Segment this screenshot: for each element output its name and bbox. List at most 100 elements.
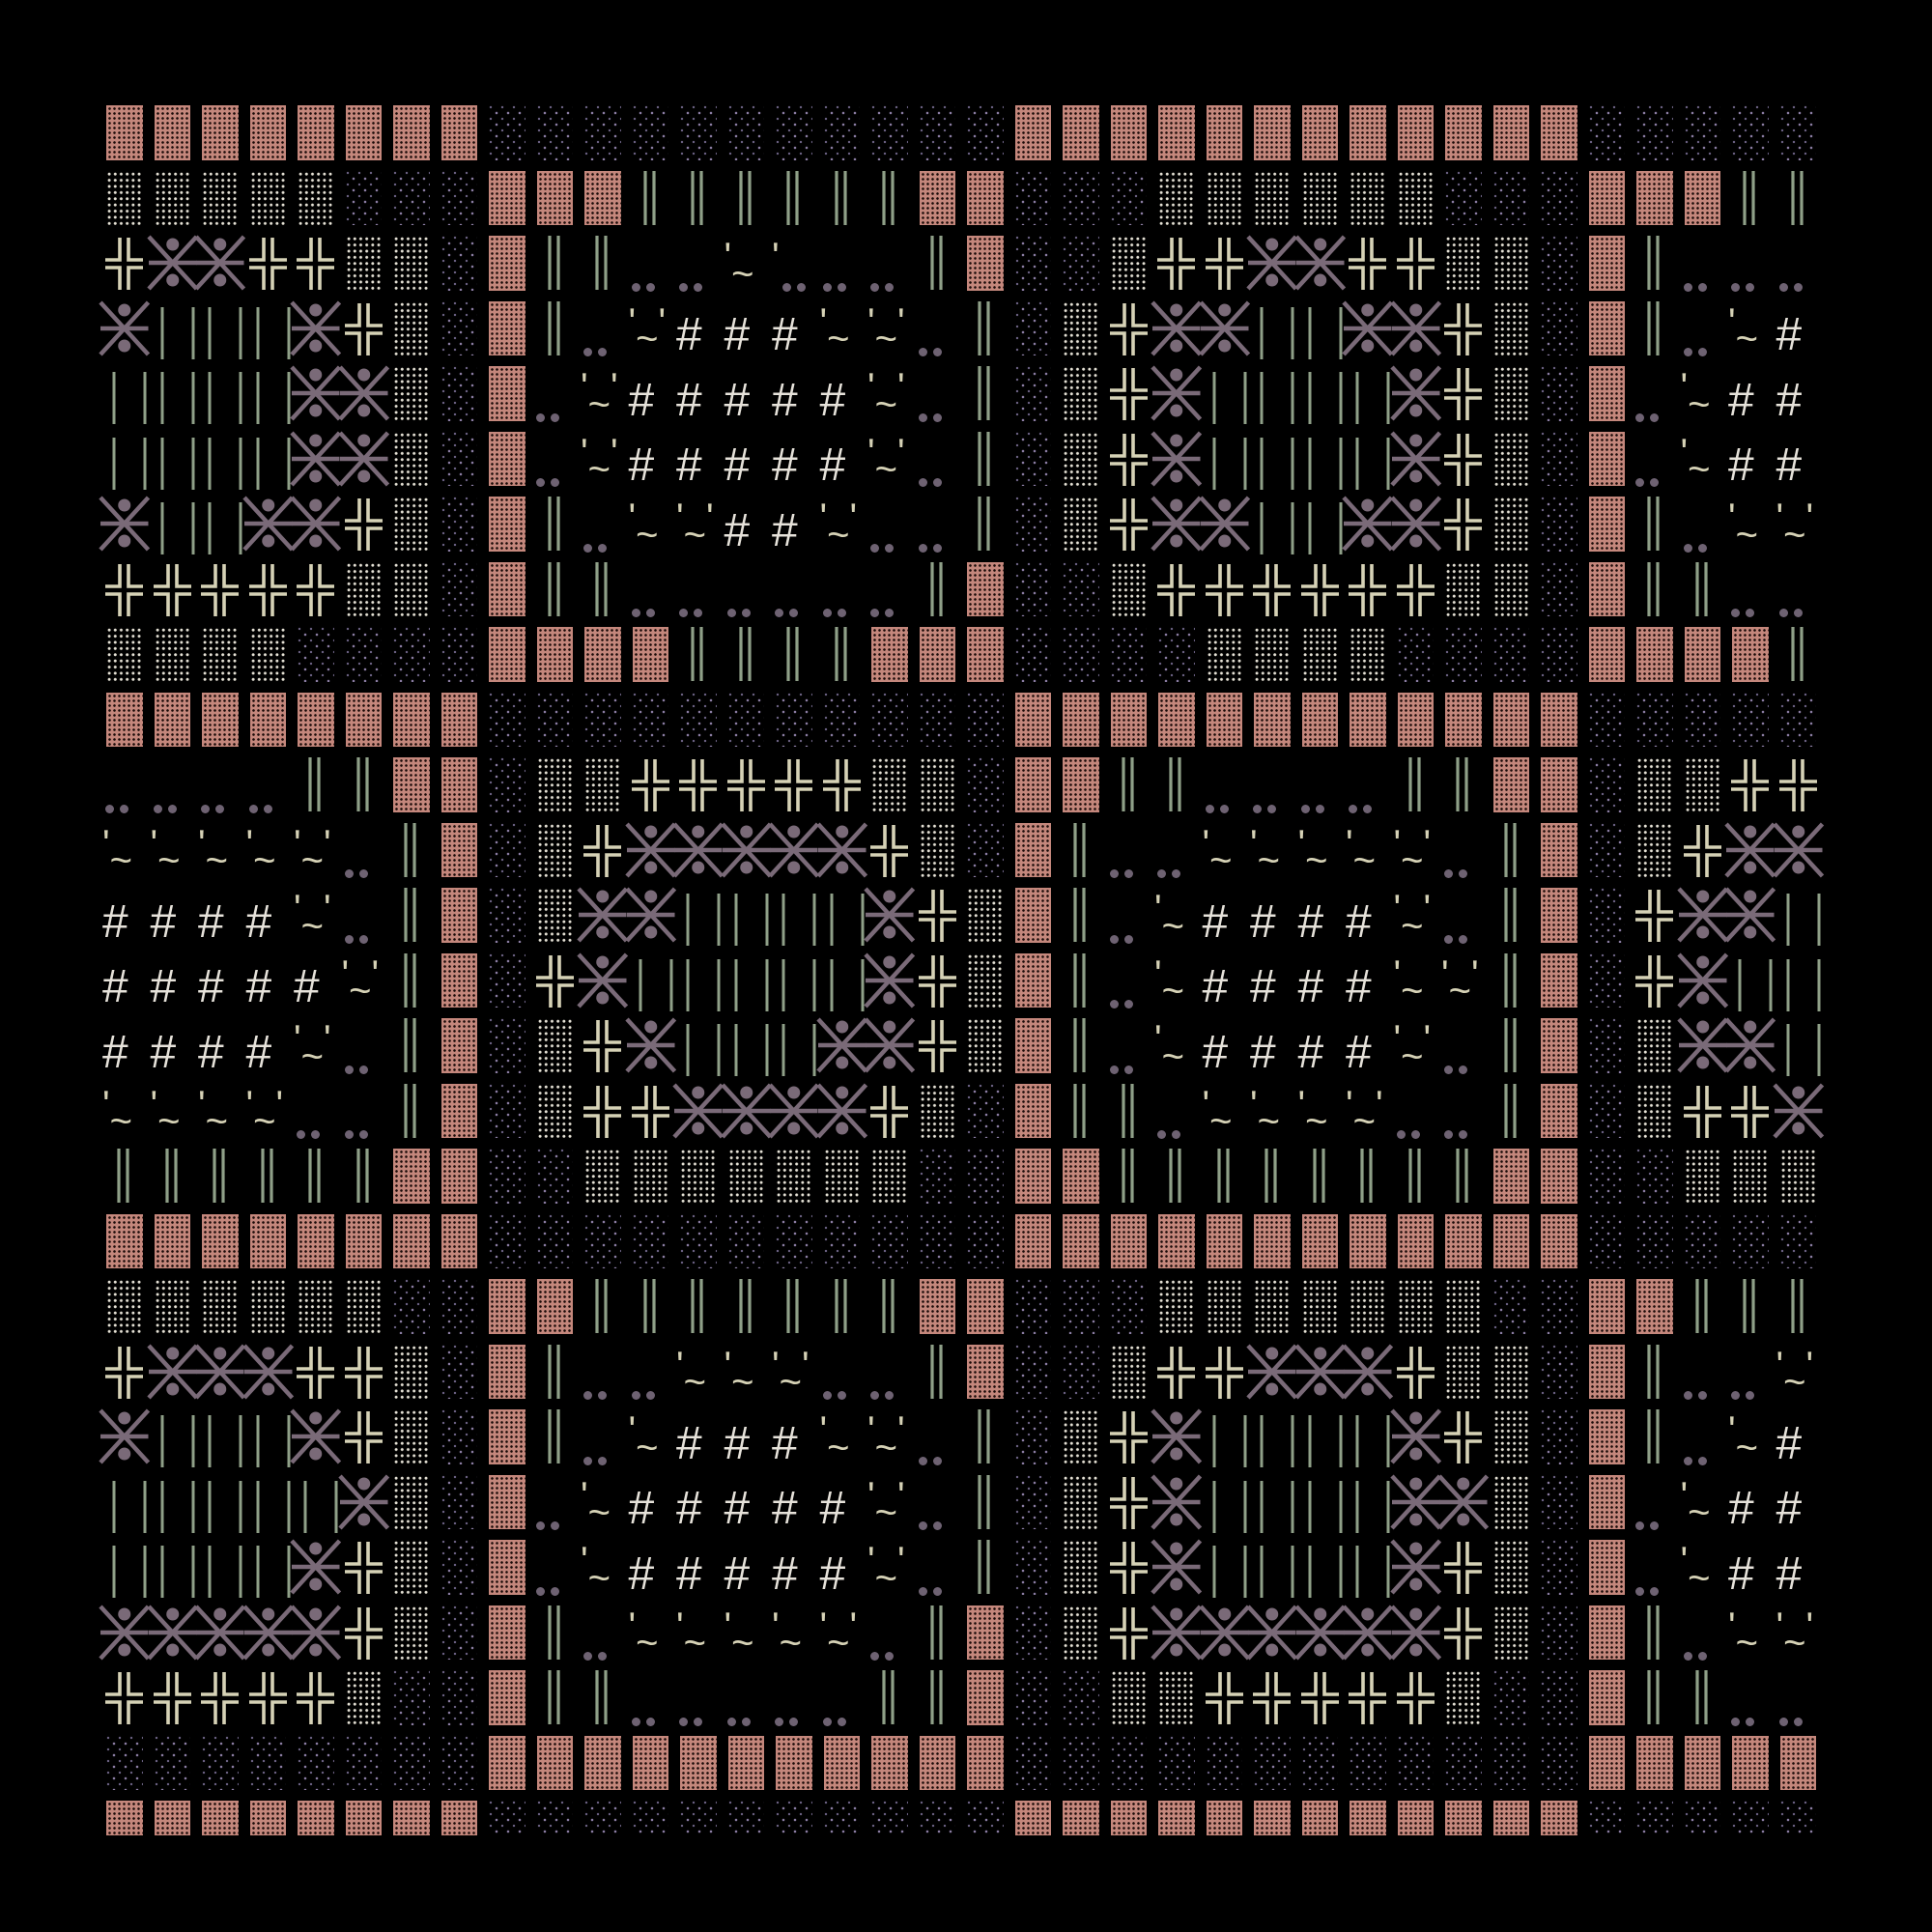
reference-mark-icon	[815, 1012, 867, 1078]
light-shade-glyph	[723, 1143, 771, 1208]
glyph-row	[100, 1730, 1822, 1796]
reference-mark-icon	[864, 882, 916, 948]
tilde-char: ~	[1257, 1100, 1280, 1143]
dark-shade-glyph	[483, 948, 531, 1013]
wide-bars-icon	[723, 1012, 771, 1078]
text-glyph: '~'	[866, 1404, 914, 1469]
dot-mark	[1697, 348, 1707, 356]
glyph-text: '~	[581, 1542, 625, 1598]
glyph-text: #	[772, 498, 816, 554]
dark-shade-glyph	[866, 1208, 914, 1274]
double-cross-icon	[1105, 360, 1153, 426]
text-glyph	[244, 752, 293, 817]
dot-mark	[918, 412, 927, 422]
glyph-text: #	[151, 955, 195, 1011]
double-bar-icon	[387, 817, 436, 883]
dark-shade-glyph	[961, 1143, 1009, 1208]
text-glyph: '~	[1679, 1469, 1727, 1535]
text-glyph: '~	[1679, 360, 1727, 426]
text-glyph: #	[1248, 948, 1296, 1013]
text-glyph	[1726, 1664, 1775, 1730]
dot-mark	[918, 348, 927, 356]
glyph-text: '~'	[294, 825, 338, 881]
text-glyph	[627, 230, 675, 296]
dot-mark	[918, 543, 927, 553]
dot-mark	[822, 282, 832, 292]
dark-shade-glyph	[387, 1273, 436, 1339]
double-cross-icon	[1726, 1078, 1775, 1144]
dot-mark	[1635, 478, 1644, 487]
hash-char: #	[198, 1026, 224, 1078]
glyph-text	[772, 1672, 816, 1728]
text-glyph	[627, 1664, 675, 1730]
glyph-text	[867, 564, 912, 620]
dark-shade-glyph	[627, 1208, 675, 1274]
pink-block-glyph	[436, 948, 484, 1013]
double-cross-icon	[292, 1339, 340, 1405]
double-bar-icon	[914, 1664, 962, 1730]
glyph-text	[820, 564, 865, 620]
reference-mark-icon	[1293, 1339, 1346, 1405]
wide-bars-icon	[244, 426, 293, 492]
text-glyph: #	[674, 1404, 723, 1469]
apostrophe-char: '	[1202, 822, 1210, 866]
tilde-char: ~	[636, 1426, 659, 1469]
dark-shade-glyph	[1583, 99, 1632, 165]
double-bar-icon	[961, 296, 1009, 361]
text-glyph: '~'	[866, 296, 914, 361]
pink-block-glyph	[1057, 1795, 1105, 1835]
dark-shade-glyph	[1583, 1208, 1632, 1274]
reference-mark-icon	[1389, 360, 1441, 426]
glyph-text: #	[772, 1477, 816, 1533]
light-shade-glyph	[1488, 230, 1536, 296]
apostrophe-char: '	[1728, 1409, 1736, 1452]
pink-block-glyph	[483, 556, 531, 622]
dot-mark	[583, 348, 592, 356]
dark-shade-glyph	[674, 1795, 723, 1835]
dot-mark	[1205, 804, 1214, 813]
pink-block-glyph	[531, 621, 580, 687]
dark-shade-glyph	[1775, 99, 1823, 165]
double-cross-icon	[674, 752, 723, 817]
dot-mark	[215, 804, 224, 813]
wide-bars-icon	[1248, 1534, 1296, 1600]
dark-shade-glyph	[483, 99, 531, 165]
text-glyph: #	[674, 426, 723, 492]
text-glyph: #	[100, 882, 149, 948]
text-glyph: #	[196, 948, 244, 1013]
double-cross-icon	[627, 1078, 675, 1144]
text-glyph: #	[627, 1534, 675, 1600]
glyph-text	[1681, 1347, 1725, 1403]
dark-shade-glyph	[1535, 165, 1583, 231]
pink-block-glyph	[1105, 1795, 1153, 1835]
wide-bars-icon	[1296, 1404, 1345, 1469]
double-bar-icon	[1392, 752, 1440, 817]
tilde-char: ~	[731, 1361, 754, 1404]
glyph-text: '~	[820, 1411, 865, 1467]
glyph-text: '~'	[676, 498, 721, 554]
light-shade-glyph	[1248, 621, 1296, 687]
dot-mark	[1778, 1717, 1788, 1726]
pink-block-glyph	[340, 687, 388, 753]
hash-char: #	[1728, 1483, 1754, 1534]
hash-char: #	[1346, 1026, 1372, 1078]
text-glyph: '~	[579, 1469, 627, 1535]
dark-shade-glyph	[1009, 296, 1058, 361]
text-glyph	[1201, 752, 1249, 817]
dot-mark	[1650, 1586, 1659, 1596]
light-shade-glyph	[866, 752, 914, 817]
reference-mark-icon	[1389, 296, 1441, 361]
glyph-row: '~###'~'~''~#	[99, 1404, 1822, 1469]
double-bar-icon	[674, 621, 723, 687]
glyph-text: '~	[629, 1607, 673, 1663]
light-shade-glyph	[1488, 1534, 1536, 1600]
apostrophe-char: '	[819, 1409, 828, 1452]
double-bar-icon	[914, 1600, 962, 1665]
pink-block-glyph	[483, 491, 531, 556]
light-shade-glyph	[914, 752, 962, 817]
light-shade-glyph	[531, 817, 580, 883]
tilde-char: ~	[253, 1100, 276, 1143]
double-cross-icon	[1392, 230, 1440, 296]
reference-mark-icon	[242, 1339, 294, 1405]
dark-shade-glyph	[1583, 1795, 1632, 1835]
